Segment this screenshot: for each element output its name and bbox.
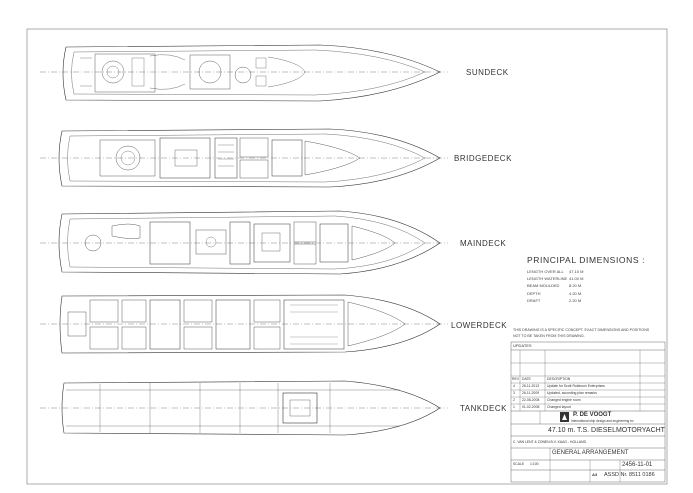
dimension-value: 47.10 M (569, 269, 584, 275)
revision-date: 26-11-2013 (522, 384, 540, 388)
sheet-reference: ASSD Nr. 8511 0186 (604, 472, 655, 478)
dimension-key: DRAFT (527, 297, 541, 303)
bridgedeck-plan (40, 128, 448, 188)
revision-description: Changed layout (547, 405, 571, 409)
maindeck-plan (40, 210, 448, 275)
sheet-border (26, 28, 668, 485)
vessel-name: 47.10 m. T.S. DIESELMOTORYACHT (548, 427, 665, 434)
scale-label: SCALE (513, 462, 525, 466)
revision-no: 4 (513, 384, 515, 388)
revision-description: Update for Scott Robinson Enterprises (547, 384, 605, 388)
dimension-row: BEAM MOULDED 8.20 M (527, 282, 583, 289)
dimension-value: 4.20 M (569, 290, 582, 296)
deck-label-tankdeck: TANKDECK (460, 404, 507, 413)
dimension-value: 41.00 M (569, 276, 584, 282)
dimension-value: 8.20 M (569, 283, 582, 289)
date-header: DATE (522, 377, 531, 381)
revision-date: 01-02-2008 (522, 405, 540, 409)
revision-description: Updated, according plan remarks (547, 391, 597, 395)
updates-label: UPDATES (513, 343, 532, 348)
dimension-row: DRAFT 2.20 M (527, 297, 583, 304)
principal-dimensions-title: PRINCIPAL DIMENSIONS : (527, 255, 646, 265)
deck-label-lowerdeck: LOWERDECK (451, 321, 508, 330)
dimension-row: LENGTH OVER ALL 47.10 M (527, 268, 583, 275)
revision-date: 26-11-2009 (522, 391, 540, 395)
dimension-key: LENGTH WATERLINE (527, 276, 568, 282)
description-header: DESCRIPTION (547, 377, 571, 381)
revision-no: 3 (513, 391, 515, 395)
lowerdeck-plan (40, 294, 448, 354)
revision-no: 1 (513, 405, 515, 409)
title-block (510, 341, 666, 483)
scale-value: 1:100 (530, 462, 539, 466)
company-subtitle: International ship design and engineerin… (571, 419, 634, 423)
dimension-value: 2.20 M (569, 297, 582, 303)
drawing-title: GENERAL ARRANGEMENT (552, 450, 629, 456)
drawing-note: NOT TO BE TAKEN FROM THIS DRAWING. (513, 334, 585, 338)
company-name: P. DE VOOGT (573, 412, 612, 418)
builder-address: C. VAN LENT & ZONEN B.V. KAAG - HOLLAND (513, 440, 587, 444)
sundeck-plan (40, 44, 448, 102)
deck-label-bridgedeck: BRIDGEDECK (454, 154, 512, 163)
revision-description: Changed engine room (547, 398, 581, 402)
dimension-key: LENGTH OVER ALL (527, 269, 564, 275)
rev-header: REV (512, 377, 519, 381)
revision-date: 22-08-2008 (522, 398, 540, 402)
revision-no: 2 (513, 398, 515, 402)
dimension-key: DEPTH (527, 290, 541, 296)
tankdeck-plan (40, 380, 448, 436)
dimension-row: DEPTH 4.20 M (527, 290, 583, 297)
deck-label-maindeck: MAINDECK (460, 239, 507, 248)
deck-label-sundeck: SUNDECK (466, 68, 509, 77)
company-logo (560, 412, 569, 422)
sheet-format: A3 (592, 472, 598, 477)
dimension-key: BEAM MOULDED (527, 283, 560, 289)
drawing-number: 2456-11-01 (622, 462, 653, 468)
drawing-note: THIS DRAWING IS A SPECIFIC CONCEPT. EXAC… (513, 328, 650, 332)
